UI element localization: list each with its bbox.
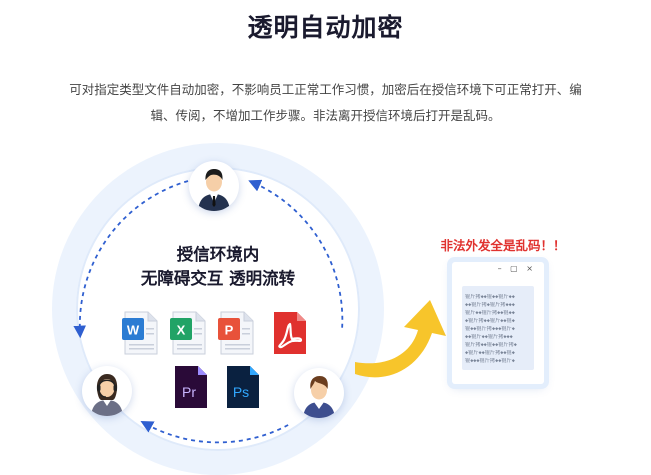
- garbled-line: 锟◆◆锟斤拷◆◆◆锟斤◆: [465, 326, 515, 332]
- window-controls[interactable]: – ▢ ×: [497, 264, 536, 273]
- garbled-line: ◆◆锟斤◆◆锟斤拷◆◆◆: [465, 334, 513, 340]
- word-letter: W: [127, 323, 140, 338]
- young-man-icon: [303, 376, 335, 418]
- garbled-line: ◆◆锟斤拷◆锟斤拷◆◆◆: [465, 302, 515, 308]
- yellow-arrow-icon: [355, 300, 446, 378]
- photoshop-letter: Ps: [233, 384, 249, 400]
- description-line-1: 可对指定类型文件自动加密，不影响员工正常工作习惯，加密后在授信环境下可正常打开、…: [69, 82, 582, 97]
- photoshop-file-icon: Ps: [224, 364, 262, 414]
- manager-avatar: [189, 161, 239, 211]
- excel-file-icon: X: [169, 310, 209, 360]
- arrow-top-left: [73, 180, 189, 339]
- pdf-file-icon: [270, 310, 310, 360]
- page-title: 透明自动加密: [247, 13, 404, 42]
- garbled-line: ◆锟斤拷◆◆锟斤◆◆锟◆: [465, 318, 515, 324]
- description-line-2: 辑、传阅，不增加工作步骤。非法离开授信环境后打开是乱码。: [150, 108, 501, 123]
- warning-text: 非法外发全是乱码！！: [440, 238, 566, 253]
- garbled-line: 锟斤拷◆◆锟◆◆锟斤拷◆: [465, 342, 517, 348]
- word-file-icon: W: [121, 310, 161, 360]
- trusted-environment-text: 授信环境内 无障碍交互 透明流转: [100, 243, 336, 291]
- garbled-content: 锟斤拷◆◆锟◆◆锟斤◆◆ ◆◆锟斤拷◆锟斤拷◆◆◆ 锟斤◆◆锟斤拷◆◆锟◆◆ ◆…: [462, 286, 534, 370]
- powerpoint-file-icon: P: [217, 310, 257, 360]
- employee-avatar: [294, 368, 344, 418]
- businessman-icon: [198, 169, 230, 211]
- premiere-letter: Pr: [182, 384, 196, 400]
- headset-woman-icon: [91, 374, 123, 416]
- garbled-line: 锟斤◆◆锟斤拷◆◆锟◆◆: [465, 310, 515, 316]
- garbled-line: 锟斤拷◆◆锟◆◆锟斤◆◆: [465, 294, 515, 300]
- powerpoint-letter: P: [225, 323, 234, 338]
- description: 可对指定类型文件自动加密，不影响员工正常工作习惯，加密后在授信环境下可正常打开、…: [20, 77, 631, 129]
- center-line-2: 无障碍交互 透明流转: [140, 269, 296, 288]
- arrow-bottom: [140, 420, 291, 444]
- garbled-line: 锟◆◆◆锟斤拷◆◆锟斤◆: [465, 358, 515, 364]
- garbled-file-window: – ▢ × 锟斤拷◆◆锟◆◆锟斤◆◆ ◆◆锟斤拷◆锟斤拷◆◆◆ 锟斤◆◆锟斤拷◆…: [452, 262, 544, 384]
- garbled-line: ◆锟斤◆◆锟斤拷◆◆锟◆: [465, 350, 515, 356]
- premiere-file-icon: Pr: [172, 364, 210, 414]
- arrow-top-right: [248, 179, 344, 331]
- cycle-arrows: [73, 179, 446, 444]
- support-agent-avatar: [82, 366, 132, 416]
- center-line-1: 授信环境内: [176, 245, 260, 264]
- excel-letter: X: [177, 323, 186, 338]
